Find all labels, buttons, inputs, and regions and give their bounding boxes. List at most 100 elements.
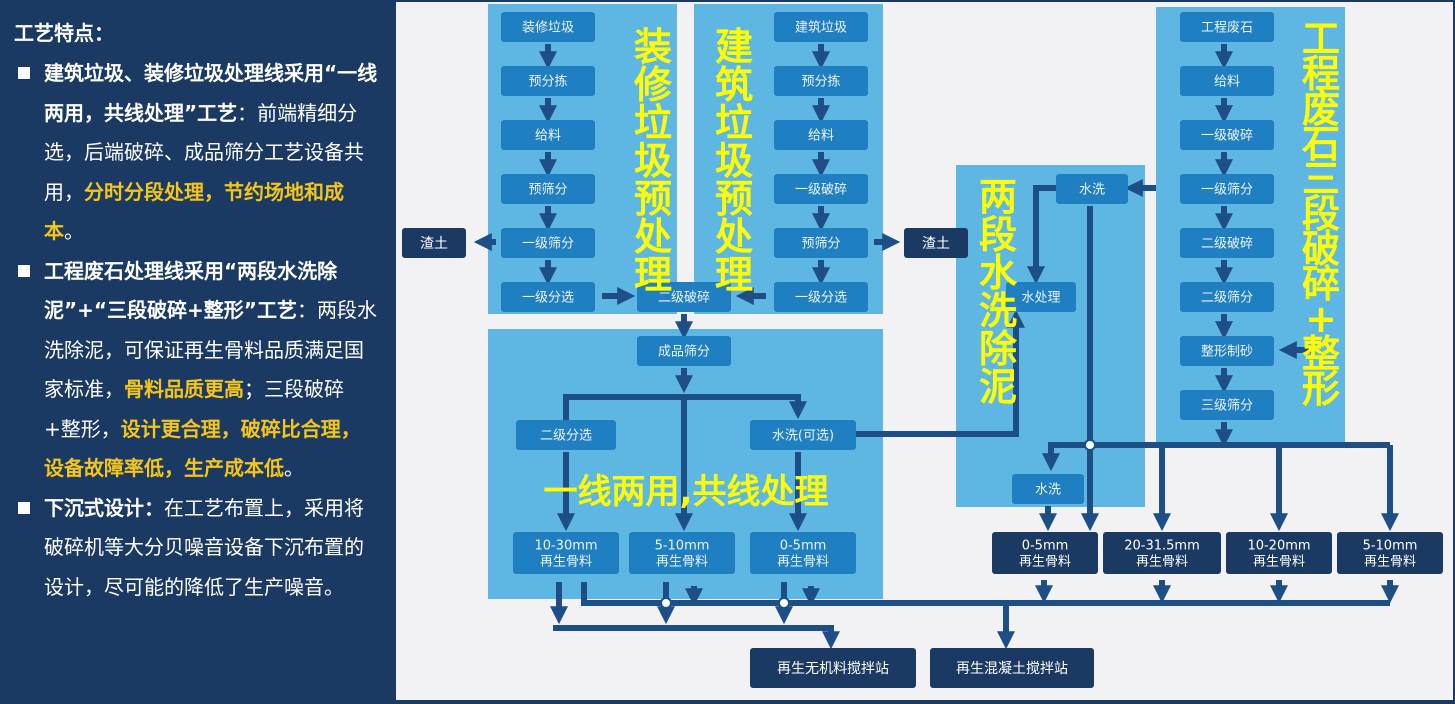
construction-step-label: 给料 [808, 129, 834, 144]
mixing-station-inorganic: 再生无机料搅拌站 [750, 648, 916, 688]
shared-product-label: 再生骨料 [777, 555, 829, 570]
shared-line-label: 一线两用,共线处理 [544, 472, 829, 512]
water-treat-label: 水处理 [1021, 291, 1060, 306]
stone-line-label-char: 废 [1302, 87, 1340, 131]
decoration-step: 预筛分 [501, 174, 595, 204]
mixing-station-concrete-label: 再生混凝土搅拌站 [956, 661, 1068, 677]
construction-pretreat-label-char: 筑 [715, 63, 753, 107]
feature-sunken-design-bold: 下沉式设计： [44, 495, 164, 520]
construction-step: 给料 [774, 120, 868, 150]
decoration-step: 预分拣 [501, 66, 595, 96]
construction-pretreat-label-char: 理 [715, 253, 753, 297]
stone-step: 三级筛分 [1180, 390, 1274, 420]
construction-step-label: 预筛分 [801, 237, 840, 252]
decoration-pretreat-panel [488, 4, 677, 314]
stone-line-label-char: 破 [1302, 227, 1340, 271]
flow-connectors [473, 44, 1399, 650]
decoration-step-label: 预分拣 [528, 75, 567, 90]
wash-bottom-label: 水洗 [1035, 483, 1061, 498]
wash-label-char: 段 [979, 213, 1017, 257]
wash-label-char: 水 [979, 251, 1018, 295]
dirt-box-left: 渣土 [402, 228, 466, 258]
construction-pretreat-label-char: 圾 [715, 139, 753, 183]
feature-shared-line-text: ：前端精细分选，后端破碎、成品筛分工艺设备共用， [44, 100, 364, 204]
stone-step-label: 工程废石 [1201, 20, 1253, 36]
process-features-panel: 工艺特点： 建筑垃圾、装修垃圾处理线采用“一线两用，共线处理”工艺：前端精细分选… [0, 0, 393, 704]
stone-step-label: 三级筛分 [1201, 399, 1253, 414]
feature-stone-line-bold: 工程废石处理线采用“两段水洗除泥”+“三段破碎+整形”工艺 [44, 258, 338, 323]
construction-pretreat-panel [694, 4, 883, 314]
wash-label: 两段水洗除泥 [979, 175, 1018, 409]
stone-step-label: 一级破碎 [1201, 129, 1253, 144]
feature-stone-line-text-2: ；三段破碎+整形， [44, 377, 344, 441]
stone-line-label-char: 碎 [1302, 262, 1340, 306]
decoration-step-label: 装修垃圾 [522, 21, 574, 36]
decoration-pretreat-label: 装修垃圾预处理 [634, 25, 673, 297]
dirt-box-left-label: 渣土 [420, 236, 448, 252]
construction-step: 一级破碎 [774, 174, 868, 204]
stone-line-label-char: 三 [1302, 157, 1340, 201]
stone-product-label: 再生骨料 [1364, 555, 1416, 570]
stone-product-label: 再生骨料 [1253, 555, 1305, 570]
feature-shared-line: 建筑垃圾、装修垃圾处理线采用“一线两用，共线处理”工艺：前端精细分选，后端破碎、… [14, 54, 379, 252]
stone-step: 给料 [1180, 66, 1274, 96]
features-title: 工艺特点： [14, 21, 114, 45]
decoration-step-label: 预筛分 [528, 183, 567, 198]
construction-step: 预筛分 [774, 228, 868, 258]
secondary-crush-label: 二级破碎 [658, 291, 710, 306]
dirt-box-right: 渣土 [904, 228, 968, 258]
decoration-pretreat-label-char: 理 [634, 253, 672, 297]
stone-step: 二级破碎 [1180, 228, 1274, 258]
secondary-sort: 二级分选 [516, 420, 616, 450]
stone-line-label-char: 工 [1302, 17, 1340, 61]
construction-pretreat-label-char: 处 [715, 215, 753, 259]
stone-step-label: 给料 [1214, 75, 1240, 90]
stone-step: 二级筛分 [1180, 282, 1274, 312]
decoration-pretreat-label-char: 垃 [634, 101, 672, 145]
feature-shared-line-end: 。 [64, 219, 84, 243]
feature-stone-line-highlight-1: 骨料品质更高 [124, 377, 244, 401]
construction-step: 一级分选 [774, 282, 868, 312]
stone-step: 整形制砂 [1180, 336, 1274, 366]
mixing-station-inorganic-label: 再生无机料搅拌站 [777, 661, 889, 677]
construction-step-label: 预分拣 [801, 75, 840, 90]
construction-step: 建筑垃圾 [774, 12, 868, 42]
product-screen: 成品筛分 [637, 336, 731, 366]
shared-product-label: 5-10mm [655, 539, 710, 554]
wash-label-char: 两 [979, 175, 1017, 219]
product-screen-label: 成品筛分 [658, 345, 710, 360]
decoration-step: 一级分选 [501, 282, 595, 312]
decoration-pretreat-label-char: 处 [634, 215, 672, 259]
decoration-pretreat-label-char: 预 [634, 177, 672, 221]
stone-product-label: 20-31.5mm [1124, 539, 1200, 554]
bullet-icon [18, 264, 30, 277]
feature-stone-line-text: ：两段水洗除泥，可保证再生骨料品质满足国家标准， [44, 298, 377, 401]
feature-stone-line-highlight-2: 设计更合理，破碎比合理，设备故障率低，生产成本低 [44, 416, 361, 481]
decoration-pretreat-label-char: 圾 [634, 139, 672, 183]
stone-line-label-char: 整 [1302, 332, 1340, 376]
stone-step: 一级破碎 [1180, 120, 1274, 150]
feature-sunken-design-text: 在工艺布置上，采用将破碎机等大分贝噪音设备下沉布置的设计，尽可能的降低了生产噪音… [44, 495, 364, 599]
wash-label-char: 除 [979, 327, 1018, 371]
feature-stone-line: 工程废石处理线采用“两段水洗除泥”+“三段破碎+整形”工艺：两段水洗除泥，可保证… [14, 252, 379, 489]
decoration-step: 一级筛分 [501, 228, 595, 258]
stone-product-label: 5-10mm [1363, 539, 1418, 554]
feature-shared-line-highlight: 分时分段处理，节约场地和成本 [44, 179, 344, 244]
construction-pretreat-label-char: 预 [715, 177, 753, 221]
shared-product-label: 10-30mm [534, 539, 597, 554]
stone-step-label: 一级筛分 [1201, 183, 1253, 198]
stone-product-label: 再生骨料 [1019, 555, 1071, 570]
water-treat: 水处理 [1006, 282, 1076, 312]
decoration-step: 给料 [501, 120, 595, 150]
stone-product-label: 0-5mm [1022, 539, 1069, 554]
stone-line-label: 工程废石三段破碎+整形 [1302, 17, 1340, 411]
stone-line-label-char: 石 [1302, 122, 1340, 166]
stone-step: 工程废石 [1180, 12, 1274, 42]
dirt-box-right-label: 渣土 [922, 236, 950, 252]
stone-line-label-char: 形 [1302, 367, 1340, 411]
stone-product-label: 10-20mm [1247, 539, 1310, 554]
